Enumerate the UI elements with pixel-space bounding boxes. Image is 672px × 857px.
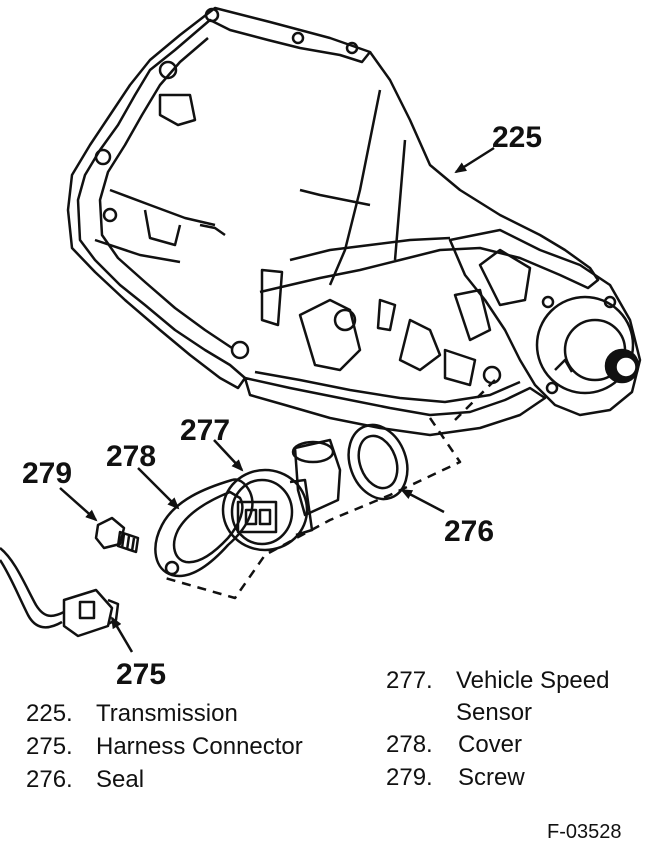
valve-detail [260, 268, 284, 327]
flange-mark [554, 358, 574, 373]
legend-item-275-number: 275. [26, 733, 73, 760]
case-contour [289, 236, 451, 262]
legend-item-279-number: 279. [386, 764, 433, 791]
arrow-276 [400, 488, 445, 514]
harness-wire [0, 547, 65, 618]
bolt-boss [204, 7, 220, 23]
bellhousing-rib [94, 238, 181, 264]
legend-item-277-label-line2: Sensor [456, 699, 532, 726]
bellhousing-flange [66, 6, 372, 390]
sensor-flange [221, 468, 309, 552]
legend-item-276-number: 276. [26, 766, 73, 793]
flange-bolt [545, 381, 559, 395]
sensor-connector-pin [258, 508, 272, 526]
case-contour [328, 89, 382, 286]
legend-item-279-label: Screw [458, 764, 525, 791]
valve-detail [298, 298, 362, 372]
arrow-278 [137, 467, 180, 510]
arrow-277 [213, 439, 244, 472]
case-contour [393, 139, 407, 261]
callout-225: 225 [492, 121, 542, 154]
callout-275: 275 [116, 658, 166, 691]
harness-connector-body [62, 588, 114, 638]
tailshaft-rib [453, 288, 492, 342]
legend-item-225-label: Transmission [96, 700, 238, 727]
callout-277: 277 [180, 414, 230, 447]
legend: 225. Transmission 275. Harness Connector… [26, 667, 609, 793]
harness-wire [0, 559, 63, 629]
sensor-cover [154, 478, 254, 578]
bellhousing-rib [109, 188, 216, 227]
bolt-boss [230, 340, 250, 360]
legend-item-277-label: Vehicle Speed [456, 667, 609, 694]
callout-278: 278 [106, 440, 156, 473]
legend-item-276-label: Seal [96, 766, 144, 793]
callout-arrows [59, 146, 495, 653]
valve-boss [333, 308, 357, 332]
legend-item-275-label: Harness Connector [96, 733, 303, 760]
legend-item-277-number: 277. [386, 667, 433, 694]
arrow-275 [110, 616, 134, 653]
mount-lug [158, 93, 197, 127]
bellhousing-rib [143, 209, 182, 247]
tailshaft-housing [448, 228, 642, 417]
flange-bolt [603, 295, 617, 309]
callout-279: 279 [22, 457, 72, 490]
callout-276: 276 [444, 515, 494, 548]
bellhousing-inner-edge [98, 37, 233, 350]
valve-boss [482, 365, 502, 385]
tailshaft-rib [478, 248, 532, 307]
valve-detail [443, 348, 477, 387]
output-flange [535, 295, 635, 395]
valve-detail [398, 318, 442, 372]
legend-item-225-number: 225. [26, 700, 73, 727]
output-shaft-center [616, 357, 636, 377]
transmission-case [259, 51, 600, 294]
bolt-boss [345, 41, 359, 55]
sensor-cover-inner [172, 490, 244, 564]
cover-bolt-hole [164, 560, 180, 576]
screw-head [94, 516, 126, 550]
legend-item-278-number: 278. [386, 731, 433, 758]
figure-id: F-03528 [547, 821, 622, 843]
bolt-boss [102, 207, 118, 223]
sensor-oring [289, 478, 314, 537]
case-contour [299, 188, 371, 207]
seal-ring [347, 423, 409, 501]
bolt-boss [291, 31, 305, 45]
legend-item-278-label: Cover [458, 731, 522, 758]
seal-ring-inner [357, 434, 399, 490]
pan-rail [254, 370, 521, 404]
valve-detail [376, 298, 397, 332]
sensor-assembly-drawing [0, 379, 496, 638]
arrow-279 [59, 487, 98, 522]
sensor-flange-face [230, 478, 294, 546]
transmission-drawing [66, 6, 642, 437]
flange-bolt [541, 295, 555, 309]
sensor-body [293, 438, 342, 517]
bolt-boss [158, 60, 178, 80]
arrow-225 [454, 146, 495, 174]
sensor-tip [291, 440, 335, 464]
bellhousing-rib [199, 223, 226, 237]
oil-pan [243, 376, 547, 437]
screw-shank [116, 530, 140, 554]
assembly-dashed-line [164, 417, 462, 600]
bolt-boss [94, 148, 112, 166]
screw-thread [120, 533, 136, 552]
harness-connector-latch [78, 600, 96, 620]
